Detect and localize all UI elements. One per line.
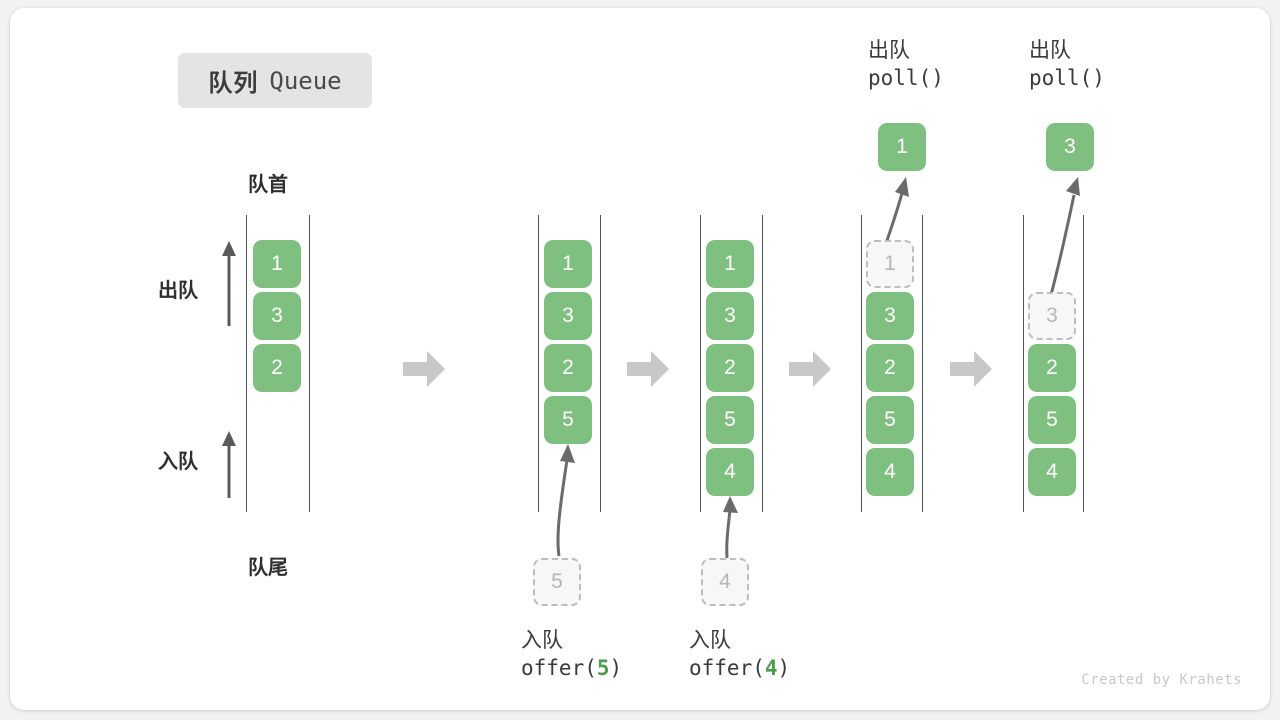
watermark-credit: Created by Krahets [1081,672,1242,688]
operation-name: 入队 [521,629,563,652]
rail-right [600,215,601,512]
queue-cell: 3 [866,292,914,340]
queue-cell-new: 4 [706,448,754,496]
operation-code: offer(5) [521,656,623,680]
queue-cell: 4 [866,448,914,496]
queue-cell: 4 [1028,448,1076,496]
diagram-title-badge: 队列 Queue [178,53,372,108]
queue-cell: 5 [1028,396,1076,444]
queue-cell: 5 [706,396,754,444]
rail-left [538,215,539,512]
rail-left [1023,215,1024,512]
dequeue-up-arrow-icon [222,241,236,326]
polled-value-cell: 3 [1046,123,1094,171]
queue-cell: 5 [866,396,914,444]
diagram-card: 队列 Queue 队首 队尾 出队 入队 1 3 2 [10,8,1270,710]
queue-tail-label: 队尾 [248,557,288,579]
queue-cell: 2 [253,344,301,392]
queue-cell: 3 [544,292,592,340]
incoming-ghost-cell: 5 [533,558,581,606]
operation-name: 入队 [689,629,731,652]
rail-right [1083,215,1084,512]
rail-left [246,215,247,512]
flow-arrow-icon [950,351,992,387]
rail-right [762,215,763,512]
queue-head-label: 队首 [248,174,288,196]
polled-value-cell: 1 [878,123,926,171]
rail-left [700,215,701,512]
queue-cell: 2 [544,344,592,392]
dequeue-direction-label: 出队 [158,280,198,302]
queue-cell-new: 5 [544,396,592,444]
queue-cell: 2 [866,344,914,392]
operation-code: offer(4) [689,656,791,680]
rail-right [922,215,923,512]
enqueue-direction-label: 入队 [158,451,198,473]
operation-label-offer-4: 入队 offer(4) [689,628,790,683]
title-english: Queue [269,66,342,95]
rail-right [309,215,310,512]
queue-cell: 1 [706,240,754,288]
title-chinese: 队列 [208,70,259,97]
queue-cell: 2 [1028,344,1076,392]
removed-ghost-cell: 1 [866,240,914,288]
incoming-ghost-cell: 4 [701,558,749,606]
enqueue-up-arrow-icon [222,431,236,498]
operation-label-offer-5: 入队 offer(5) [521,628,622,683]
queue-cell: 1 [253,240,301,288]
queue-cell: 2 [706,344,754,392]
operation-code: poll() [868,66,944,90]
operation-name: 出队 [868,39,910,62]
enqueue-curved-arrow-icon [723,496,738,559]
flow-arrow-icon [789,351,831,387]
removed-ghost-cell: 3 [1028,292,1076,340]
rail-left [861,215,862,512]
queue-cell: 1 [544,240,592,288]
operation-code: poll() [1029,66,1105,90]
queue-cell: 3 [706,292,754,340]
flow-arrow-icon [627,351,669,387]
enqueue-curved-arrow-icon [556,444,575,557]
operation-name: 出队 [1029,39,1071,62]
queue-cell: 3 [253,292,301,340]
operation-label-poll-3: 出队 poll() [1029,38,1105,93]
flow-arrow-icon [403,351,445,387]
operation-label-poll-1: 出队 poll() [868,38,944,93]
